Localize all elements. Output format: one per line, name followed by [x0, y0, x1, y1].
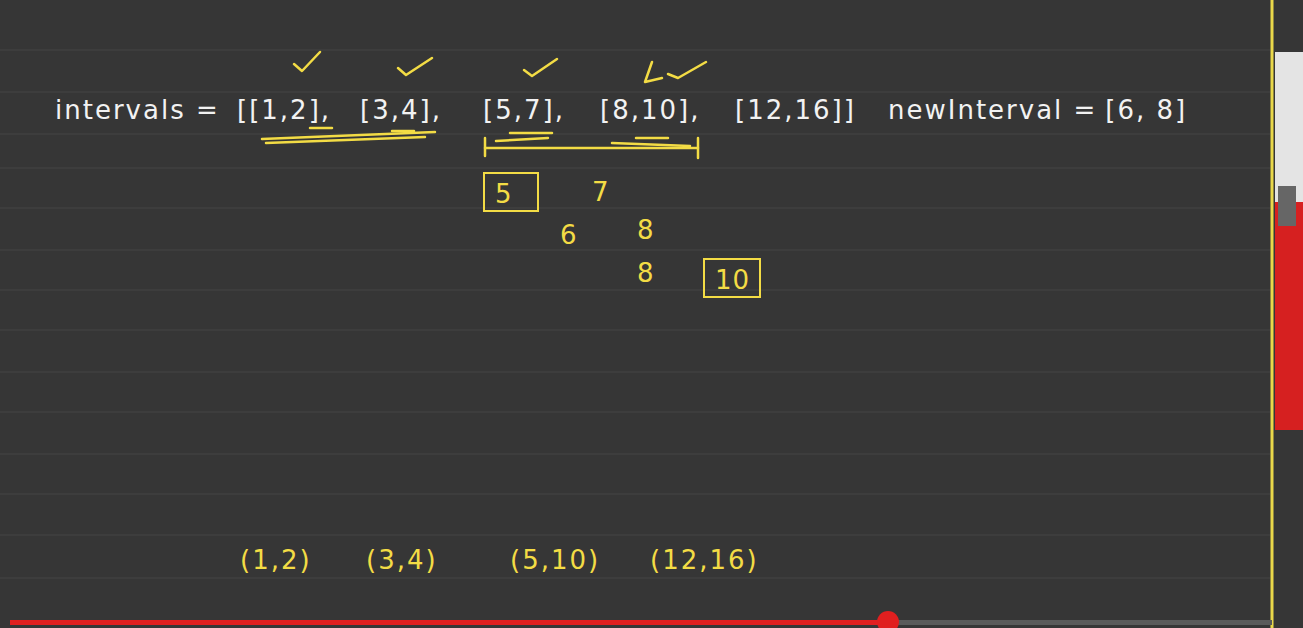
input-text: [3,4],	[360, 92, 442, 128]
input-text: [8,10],	[600, 92, 700, 128]
webcam-panel	[1275, 52, 1303, 430]
bound-value: 8	[637, 212, 656, 248]
bound-value: 6	[560, 217, 579, 253]
node-text: 10	[715, 264, 749, 296]
progress-fill	[10, 620, 888, 625]
webcam-shelf	[1275, 52, 1303, 202]
ruled-lines	[0, 50, 1270, 578]
input-text: [6, 8]	[1105, 92, 1187, 128]
bound-value: 7	[592, 174, 611, 210]
bound-value: 8	[637, 255, 656, 291]
check-marks	[294, 52, 706, 82]
node-text: 5	[495, 178, 527, 210]
progress-knob	[877, 611, 899, 628]
result-interval: (12,16)	[650, 542, 759, 578]
input-text: [[1,2],	[237, 92, 331, 128]
result-interval: (3,4)	[366, 542, 438, 578]
progress-track	[10, 620, 1272, 625]
board-edge	[1271, 0, 1274, 628]
webcam-object	[1278, 186, 1296, 226]
result-interval: (1,2)	[240, 542, 312, 578]
input-text: newInterval =	[888, 92, 1097, 128]
input-text: intervals =	[55, 92, 220, 128]
boxed-value: 10	[703, 258, 761, 298]
underlines	[262, 128, 698, 158]
result-interval: (5,10)	[510, 542, 600, 578]
boxed-value: 5	[483, 172, 539, 212]
input-text: [12,16]]	[735, 92, 856, 128]
input-text: [5,7],	[483, 92, 565, 128]
